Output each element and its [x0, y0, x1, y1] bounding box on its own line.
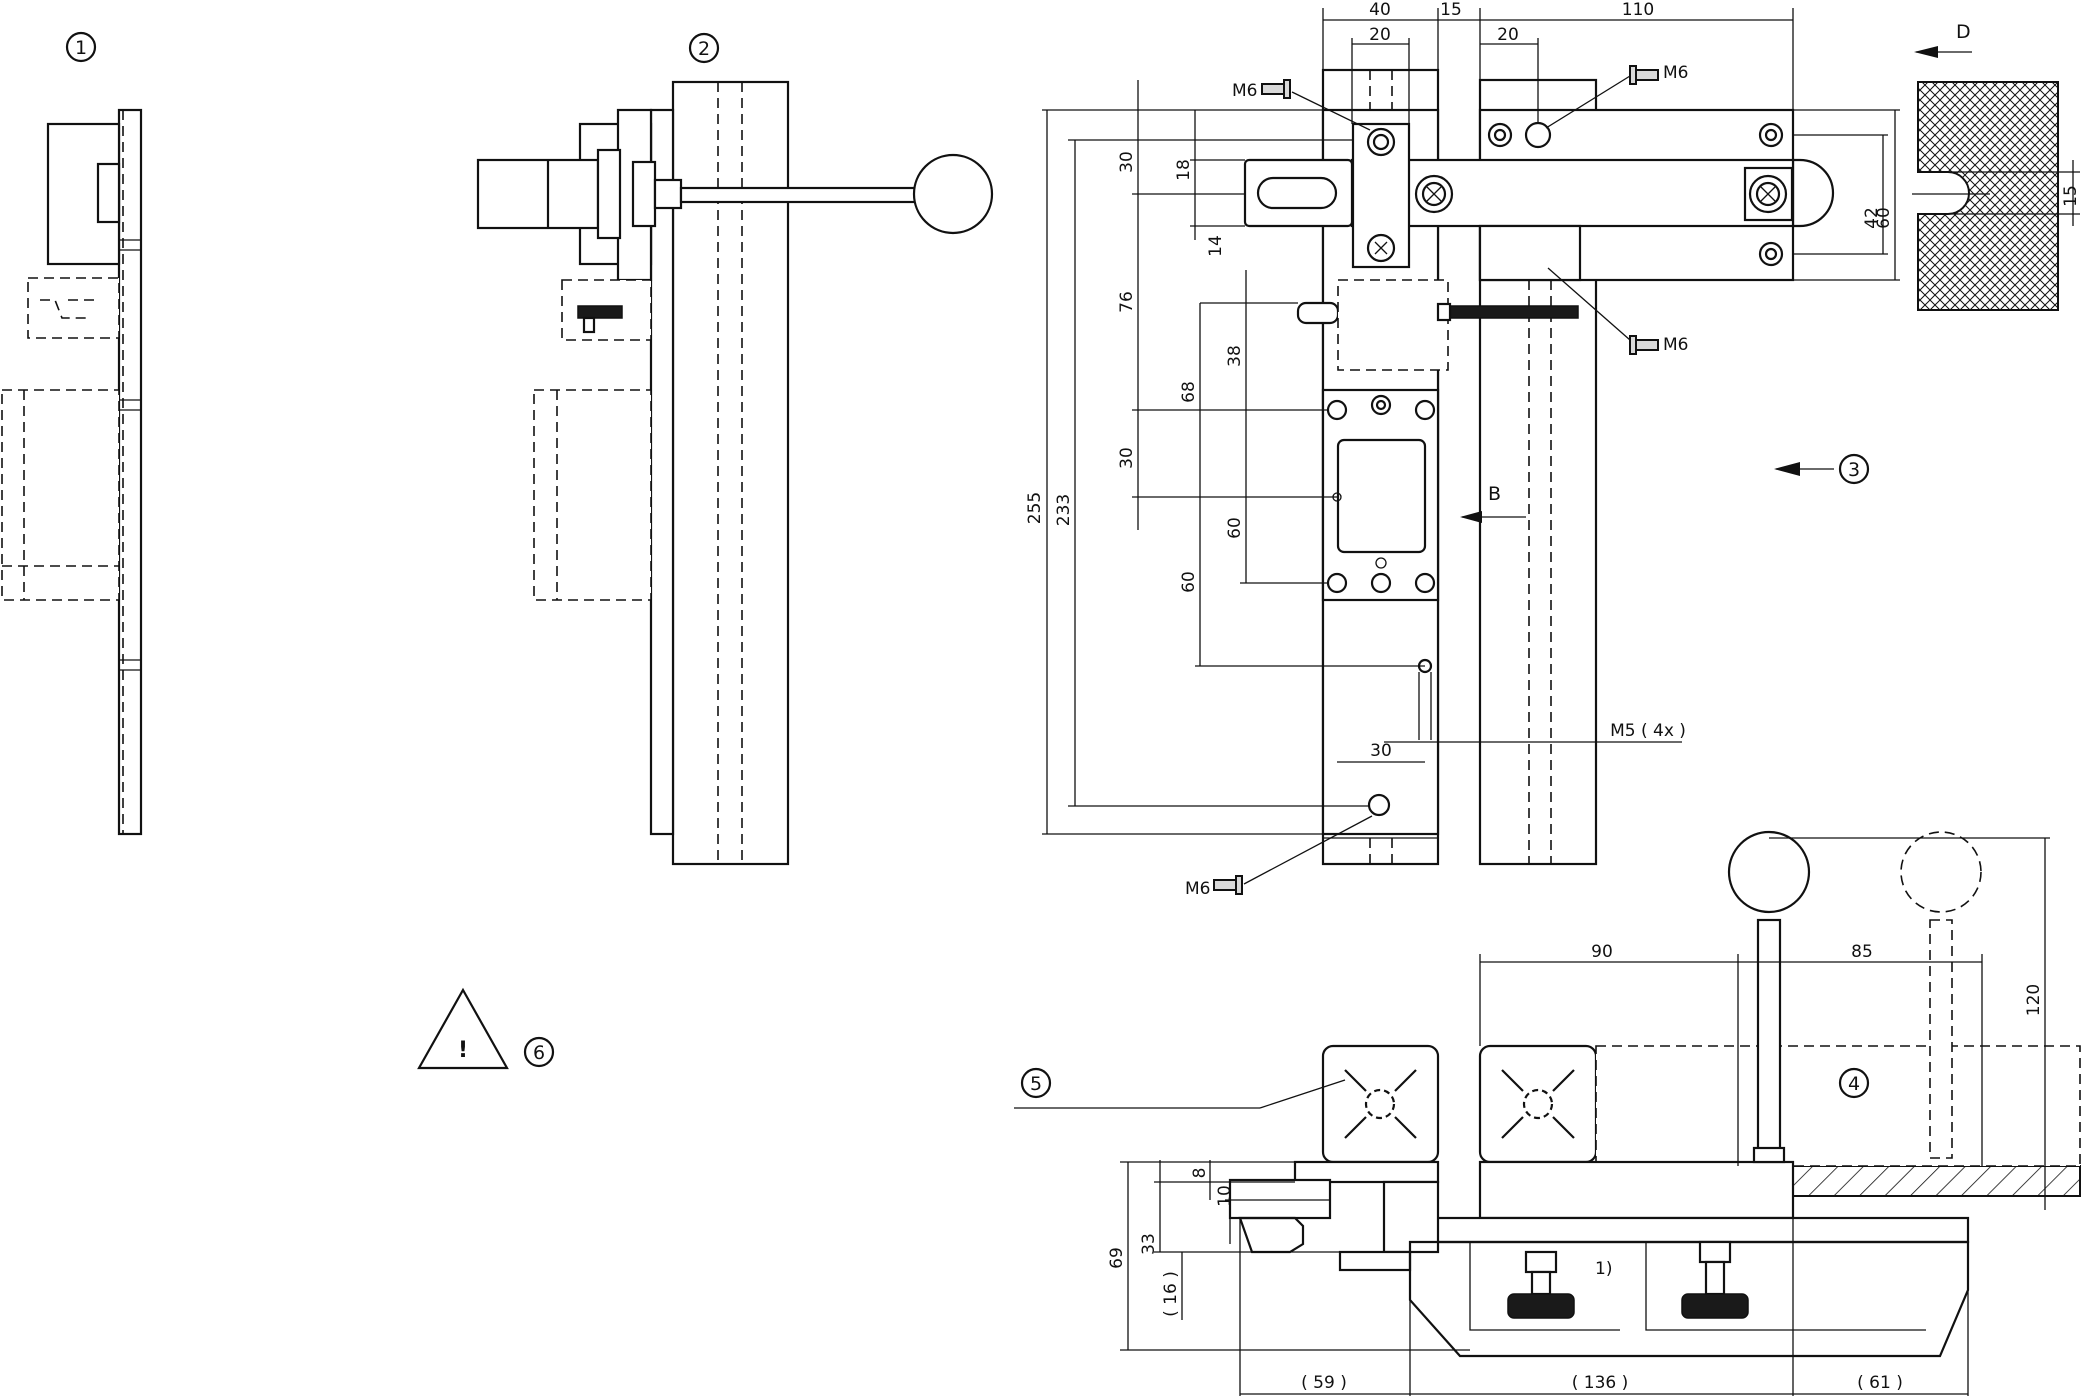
- adjust-knob: [1681, 1293, 1749, 1319]
- dim-14: 14: [1206, 235, 1226, 257]
- dim-40: 40: [1369, 0, 1391, 20]
- callout-2-label: 2: [698, 38, 710, 60]
- m6-label-top-left: M6: [1232, 79, 1371, 131]
- callout-circle: [65, 31, 97, 63]
- callout-3-label: 3: [1848, 459, 1860, 481]
- dim-38: 38: [1225, 345, 1245, 367]
- dims-left: 255 233 30 76 18 14 38 60 68 30: [1025, 80, 1425, 835]
- dim-60-right: 60: [1874, 207, 1894, 229]
- dim-8: 8: [1190, 1168, 1210, 1179]
- dim-68: 68: [1179, 381, 1199, 403]
- view-label-b: B: [1488, 483, 1501, 505]
- warning-triangle-icon: [417, 987, 509, 1070]
- lever-rod-plan: [1756, 918, 1782, 1160]
- dim-60-b: 60: [1179, 571, 1199, 593]
- callout-1-label: 1: [75, 37, 87, 59]
- dim-59: ( 59 ): [1301, 1373, 1347, 1393]
- lever-knob-plan: [1727, 830, 1811, 914]
- dim-33: 33: [1139, 1233, 1159, 1255]
- m6-label-mid: M6: [1547, 267, 1688, 355]
- m6-label-top-right: M6: [1545, 63, 1688, 129]
- footnote-marker: 1): [1595, 1259, 1612, 1279]
- dim-10: 10: [1215, 1185, 1235, 1207]
- callout-4-label: 4: [1848, 1073, 1860, 1095]
- view-arrow-b: B: [1460, 483, 1526, 523]
- view-3-front: 40 15 110 20 20 255 233 30: [1025, 0, 2081, 899]
- lever-knob: [912, 153, 994, 235]
- dim-15-striker: 15: [2061, 185, 2081, 207]
- warning-note: ! 6: [417, 987, 555, 1070]
- dim-30-b: 30: [1117, 447, 1137, 469]
- screw-head: [1748, 174, 1788, 214]
- adjust-knob: [1507, 1293, 1575, 1319]
- dim-110: 110: [1622, 0, 1654, 20]
- m6-label-bottom: M6: [1185, 815, 1373, 899]
- striker-view-d: 15 D: [1912, 21, 2081, 311]
- profile-section-left: [1321, 1044, 1440, 1164]
- dim-30-bottom: 30: [1370, 741, 1392, 761]
- dim-76: 76: [1117, 291, 1137, 313]
- sliding-bolt: [1350, 158, 1795, 228]
- m5-screw-label: M5 ( 4x ): [1610, 721, 1686, 741]
- dim-30-a: 30: [1117, 151, 1137, 173]
- svg-text:M6: M6: [1185, 879, 1210, 899]
- dim-60-a: 60: [1225, 517, 1245, 539]
- lever-rod: [679, 186, 917, 204]
- view-1-side: 1: [1, 31, 143, 836]
- dim-69: 69: [1107, 1247, 1127, 1269]
- dim-18: 18: [1174, 159, 1194, 181]
- dim-15-top: 15: [1440, 0, 1462, 20]
- dim-42: 42: [1862, 207, 1882, 229]
- dim-90: 90: [1591, 942, 1613, 962]
- callout-6-label: 6: [533, 1042, 545, 1064]
- profile-section-right: [1478, 1044, 1598, 1164]
- callout-5-label: 5: [1030, 1073, 1042, 1095]
- dim-20-b: 20: [1497, 25, 1519, 45]
- dim-61: ( 61 ): [1857, 1373, 1903, 1393]
- view-label-d: D: [1956, 21, 1971, 43]
- dim-20-a: 20: [1369, 25, 1391, 45]
- svg-text:M6: M6: [1663, 335, 1688, 355]
- screw-head: [1414, 174, 1454, 214]
- dims-top: 40 15 110 20 20: [1322, 0, 1794, 124]
- svg-text:M6: M6: [1663, 63, 1688, 83]
- svg-text:M6: M6: [1232, 81, 1257, 101]
- dim-233: 233: [1054, 494, 1074, 526]
- aluminium-profile: [671, 80, 790, 866]
- dim-255: 255: [1025, 492, 1045, 524]
- warning-exclamation: !: [458, 1038, 468, 1063]
- dim-16: ( 16 ): [1161, 1271, 1181, 1317]
- view-2-side: 2: [476, 32, 994, 866]
- view-bottom-plan: 1) 4 5 90 85 120 69 33: [1014, 830, 2081, 1396]
- dim-120: 120: [2024, 984, 2044, 1016]
- handle-lock-body: [476, 158, 600, 230]
- safety-switch: [1321, 388, 1440, 602]
- dim-136: ( 136 ): [1572, 1373, 1629, 1393]
- dim-85: 85: [1851, 942, 1873, 962]
